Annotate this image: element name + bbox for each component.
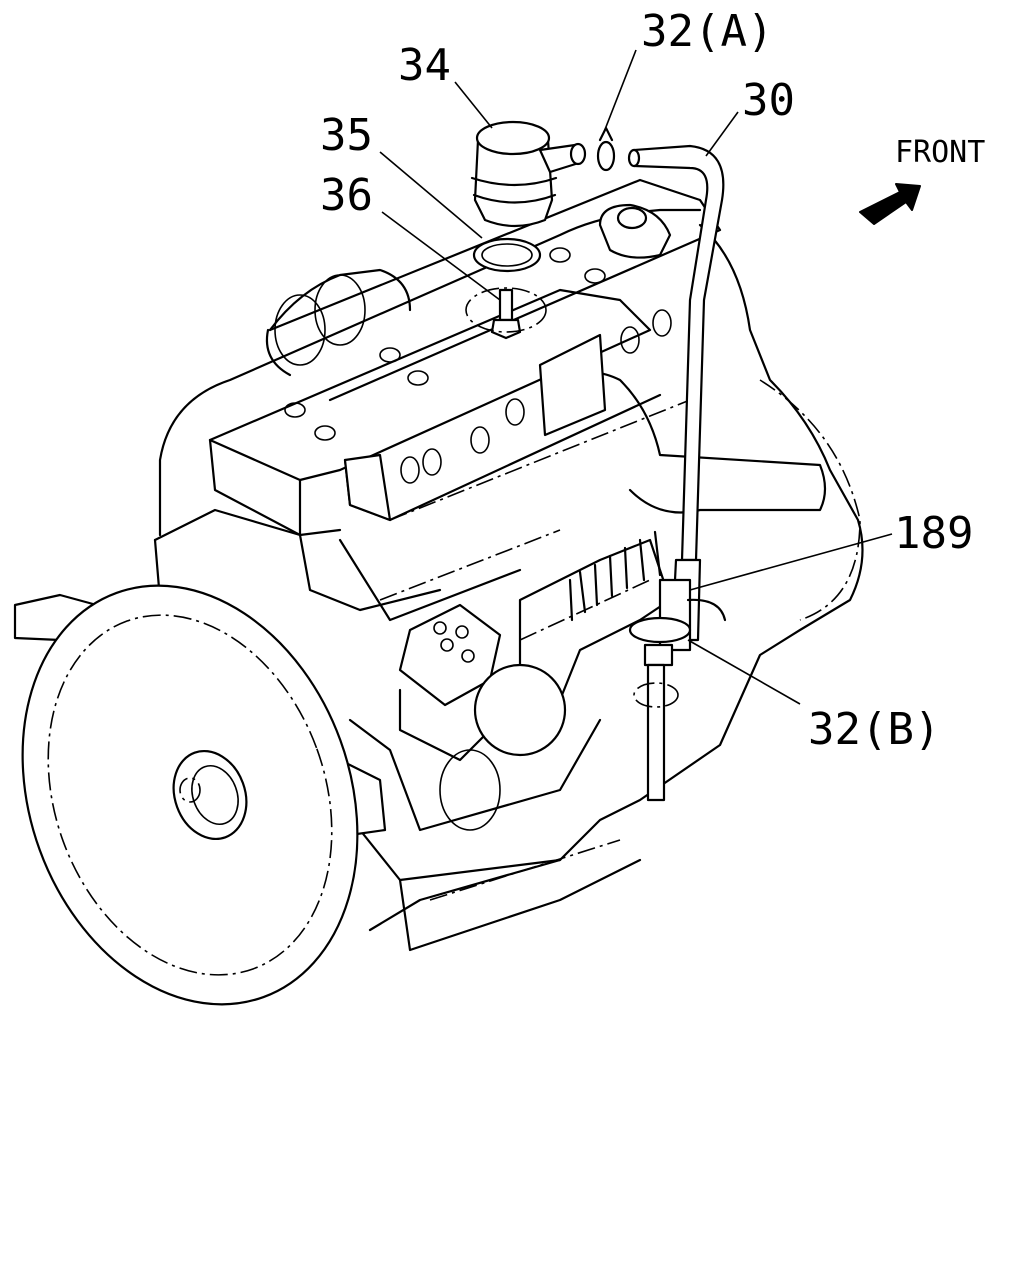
- callout-35: 35: [320, 110, 373, 161]
- callout-32a: 32(A): [641, 6, 773, 57]
- callout-36: 36: [320, 170, 373, 221]
- hose-clip-32a: [596, 126, 616, 172]
- front-label: FRONT: [895, 135, 985, 170]
- breather-hose-30: [627, 144, 727, 802]
- callout-34: 34: [398, 40, 451, 91]
- breather-assembly-34: [470, 120, 587, 228]
- front-arrow-icon: [859, 183, 921, 225]
- callout-189: 189: [894, 508, 973, 559]
- callout-30: 30: [742, 75, 795, 126]
- bolt-36: [465, 287, 547, 340]
- leader-lines: [379, 49, 893, 705]
- engine-block: [13, 178, 864, 1006]
- callout-32b: 32(B): [808, 704, 940, 755]
